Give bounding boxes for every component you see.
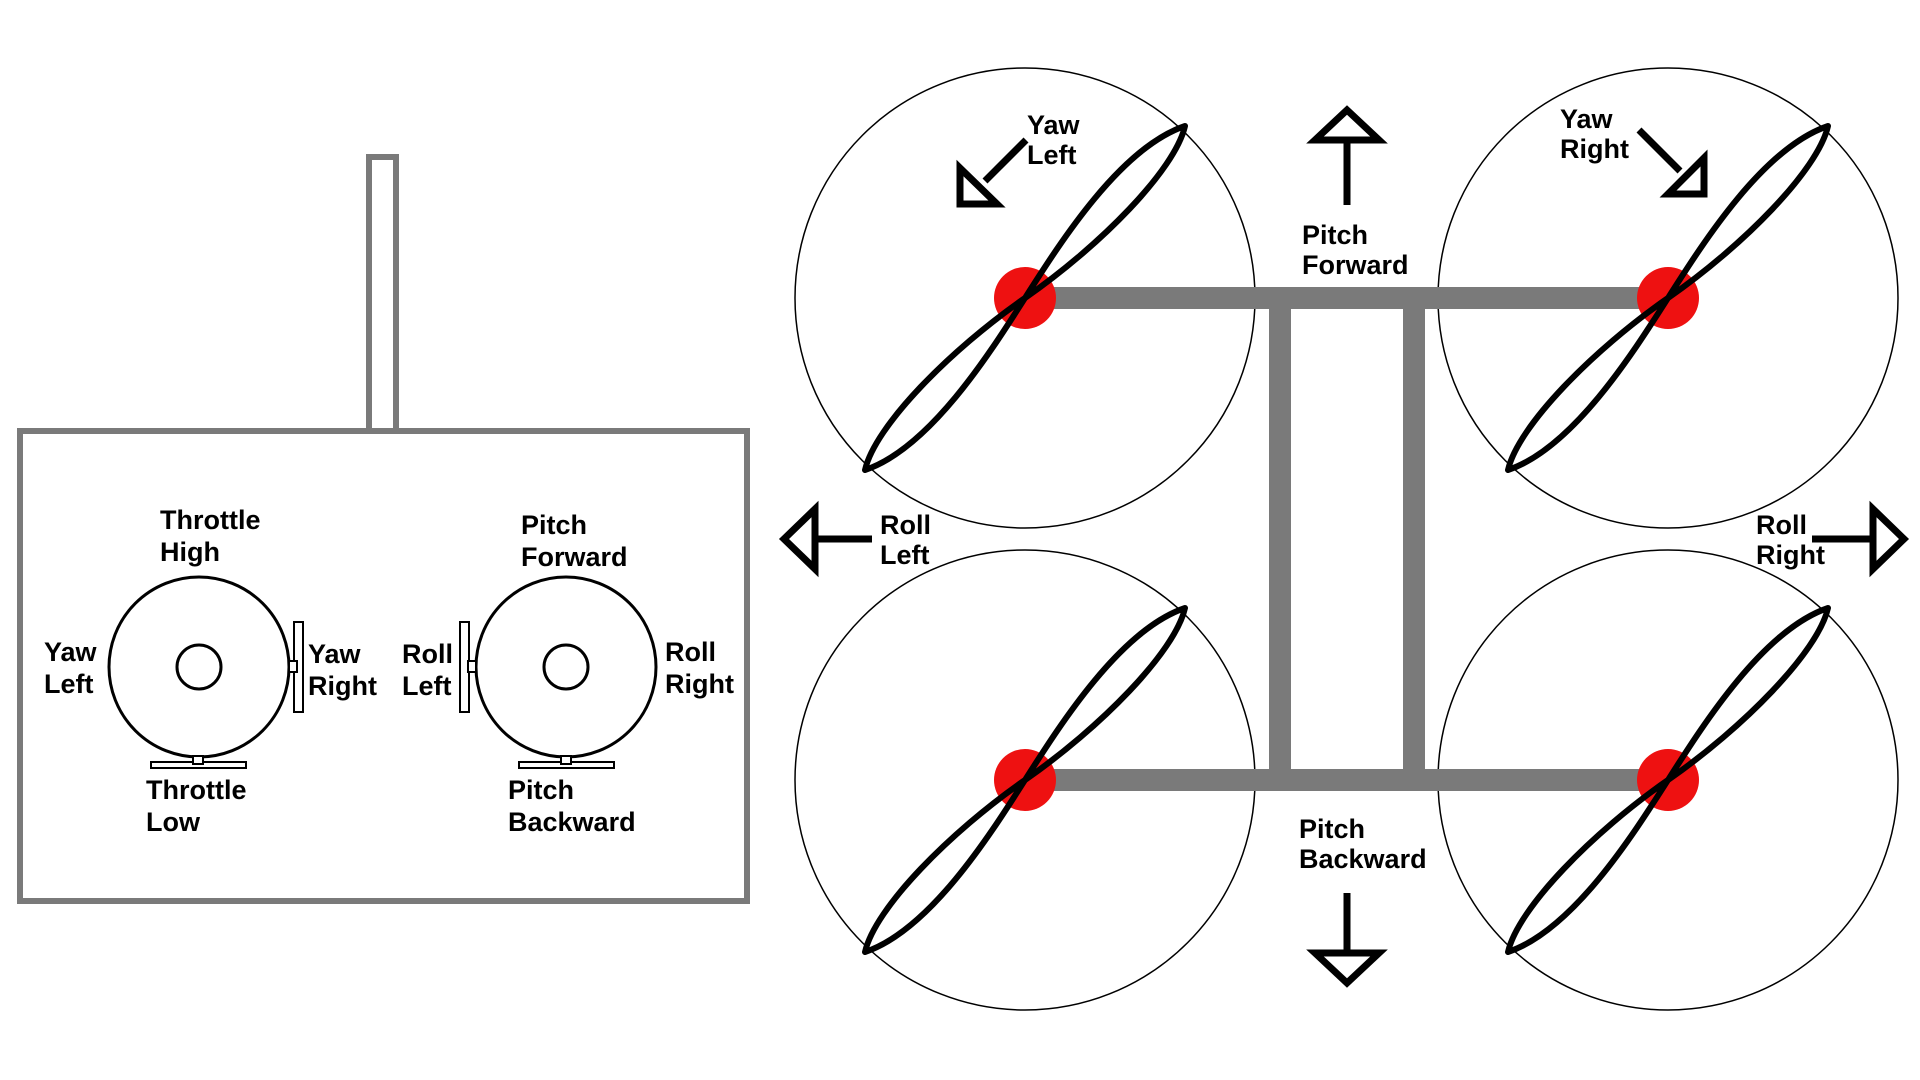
controller-antenna <box>366 154 399 436</box>
arrow-pitch-backward-icon <box>1306 893 1388 988</box>
arrow-yaw-left-icon <box>956 137 1029 208</box>
label-stick-pitch-forward: Pitch Forward <box>521 510 628 572</box>
right-gimbal <box>459 575 658 769</box>
label-roll-right: Roll Right <box>1756 510 1825 570</box>
left-gimbal <box>107 575 304 769</box>
quadcopter: Yaw Left Yaw Right Pitch Forward Pitch B… <box>778 67 1910 1011</box>
frame-rail-left <box>1269 287 1291 791</box>
label-yaw-right: Yaw Right <box>1560 104 1629 164</box>
label-stick-yaw-right: Yaw Right <box>308 639 377 701</box>
label-stick-yaw-left: Yaw Left <box>44 637 104 699</box>
arrow-roll-left-icon <box>778 500 872 578</box>
label-stick-pitch-backward: Pitch Backward <box>508 775 636 837</box>
frame-rail-right <box>1403 287 1425 791</box>
right-stick-knob <box>542 643 590 691</box>
left-stick-knob <box>175 643 223 691</box>
arrow-yaw-right-icon <box>1636 127 1708 198</box>
label-roll-left: Roll Left <box>880 510 939 570</box>
label-stick-roll-left: Roll Left <box>402 639 461 701</box>
label-throttle-high: Throttle High <box>160 505 268 567</box>
controller-body <box>17 428 750 904</box>
frame <box>1025 287 1668 791</box>
label-pitch-backward: Pitch Backward <box>1299 814 1427 874</box>
arrow-roll-right-icon <box>1812 500 1910 578</box>
arrow-pitch-forward-icon <box>1306 105 1388 205</box>
frame-arm-rear <box>1025 769 1668 791</box>
label-stick-roll-right: Roll Right <box>665 637 734 699</box>
radio-controller: Throttle High Throttle Low Yaw Left Yaw … <box>17 154 750 904</box>
label-throttle-low: Throttle Low <box>146 775 254 837</box>
frame-arm-front <box>1025 287 1668 309</box>
label-pitch-forward: Pitch Forward <box>1302 220 1409 280</box>
label-yaw-left: Yaw Left <box>1027 110 1087 170</box>
